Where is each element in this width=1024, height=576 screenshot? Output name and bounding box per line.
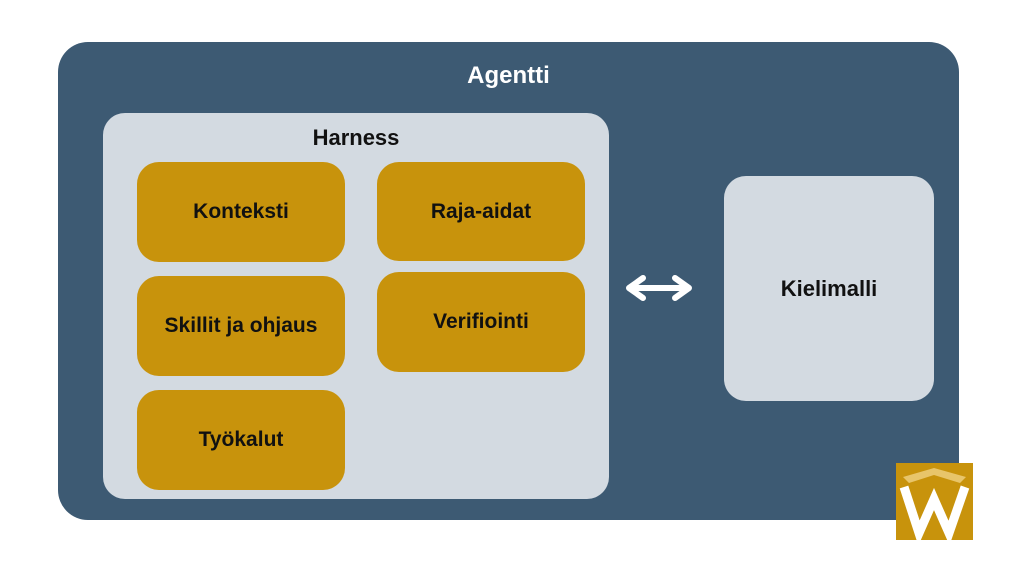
agent-title: Agentti: [467, 62, 550, 89]
component-skillit-ja-ohjaus: Skillit ja ohjaus: [137, 276, 345, 376]
language-model-box: Kielimalli: [724, 176, 934, 401]
component-verifiointi: Verifiointi: [377, 272, 585, 372]
component-konteksti: Konteksti: [137, 162, 345, 262]
harness-title: Harness: [312, 125, 400, 150]
component-raja-aidat: Raja-aidat: [377, 162, 585, 261]
component-tyokalut: Työkalut: [137, 390, 345, 490]
w-logo-icon: [896, 463, 973, 540]
bidirectional-arrow-icon: [626, 275, 692, 301]
